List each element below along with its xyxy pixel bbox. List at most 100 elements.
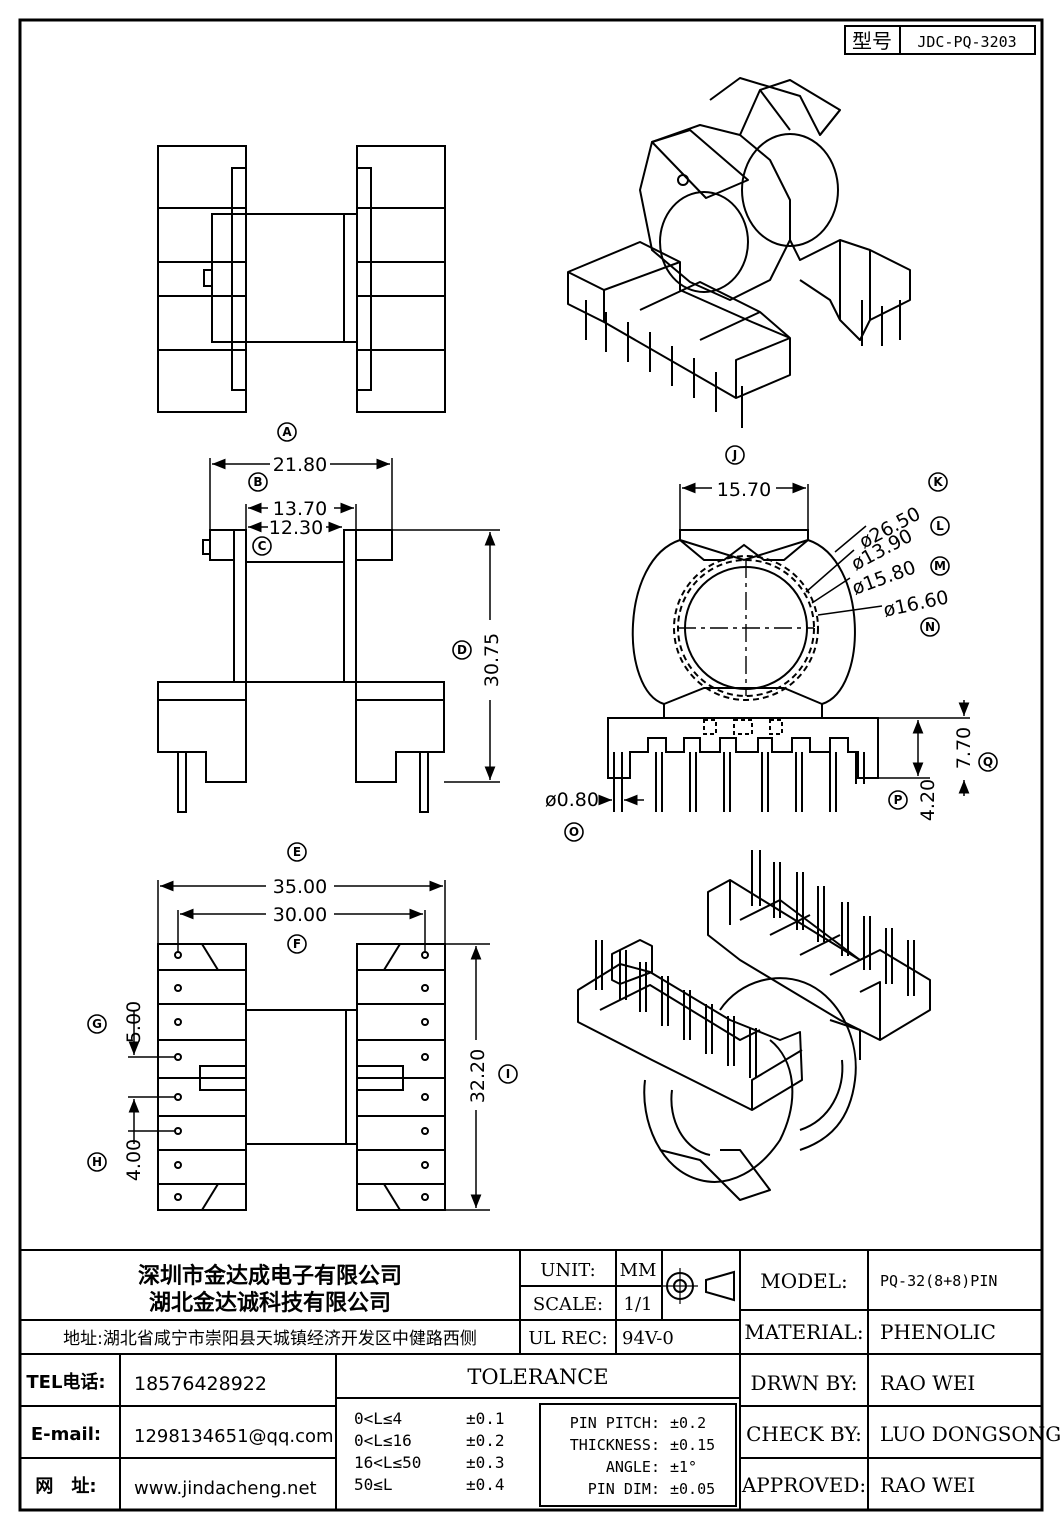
isometric-view-top [567, 77, 911, 428]
dim-bottom-4: 4.00 [123, 1139, 145, 1181]
drawn-label: DRWN BY: [751, 1371, 858, 1395]
callout-f: F [287, 934, 307, 954]
dim-side-height: 30.75 [481, 633, 503, 687]
svg-text:Q: Q [983, 755, 993, 769]
dim-side-width: 21.80 [273, 454, 327, 476]
drawn-value: RAO WEI [880, 1371, 975, 1395]
dim-front-width: 15.70 [717, 479, 771, 501]
isometric-view-bottom [577, 850, 931, 1201]
callout-j: J [725, 445, 745, 465]
company-address: 地址:湖北省咸宁市崇阳县天城镇经济开发区中健路西侧 [63, 1329, 477, 1349]
dim-front-4-20: 4.20 [917, 779, 939, 821]
svg-text:P: P [894, 793, 903, 807]
front-view-dimensions [598, 482, 970, 806]
dim-bottom-5: 5.00 [123, 1001, 145, 1043]
email-value: 1298134651@qq.com [134, 1426, 334, 1447]
tolerance-value-1: ±0.1 [466, 1409, 505, 1428]
model-number-label: 型号 [852, 29, 892, 53]
svg-text:K: K [933, 475, 943, 489]
svg-text:G: G [92, 1017, 102, 1031]
angle-value: ±1° [670, 1458, 697, 1476]
pin-dim-label: PIN DIM: [588, 1480, 660, 1498]
dim-front-7-70: 7.70 [953, 727, 975, 769]
dim-front-pin: ø0.80 [545, 789, 599, 811]
thickness-value: ±0.15 [670, 1436, 715, 1454]
tel-value: 18576428922 [134, 1373, 267, 1395]
dim-bottom-30: 30.00 [273, 904, 327, 926]
check-value: LUO DONGSONG [880, 1422, 1061, 1446]
callout-k: K [928, 472, 948, 492]
dim-bottom-32: 32.20 [467, 1049, 489, 1103]
pin-pitch-value: ±0.2 [670, 1414, 706, 1432]
unit-label: UNIT: [540, 1260, 595, 1281]
web-label: 网 址: [35, 1476, 96, 1497]
company-name-1: 深圳市金达成电子有限公司 [138, 1263, 402, 1289]
svg-text:N: N [925, 620, 935, 634]
projection-symbol-icon [662, 1268, 735, 1304]
ulrec-value: 94V-0 [622, 1328, 674, 1349]
company-name-2: 湖北金达诚科技有限公司 [149, 1290, 391, 1316]
title-block [20, 1249, 1042, 1510]
tolerance-range-2: 0<L≤16 [354, 1431, 412, 1450]
callout-b: B [248, 472, 268, 492]
svg-text:C: C [258, 539, 267, 553]
web-value: www.jindacheng.net [134, 1478, 317, 1499]
tolerance-title: TOLERANCE [467, 1365, 608, 1389]
side-view-dimensions [209, 458, 500, 783]
model-value: PQ-32(8+8)PIN [880, 1272, 997, 1290]
material-value: PHENOLIC [880, 1320, 996, 1344]
front-view [607, 529, 879, 812]
svg-text:L: L [936, 519, 944, 533]
scale-value: 1/1 [624, 1294, 653, 1315]
sheet-border [18, 18, 1044, 1512]
ulrec-label: UL REC: [528, 1328, 607, 1349]
svg-text:J: J [732, 448, 737, 462]
svg-text:M: M [934, 559, 946, 573]
tolerance-value-2: ±0.2 [466, 1431, 505, 1450]
approved-value: RAO WEI [880, 1473, 975, 1497]
callout-n: N [920, 617, 940, 637]
thickness-label: THICKNESS: [570, 1436, 660, 1454]
dim-bottom-35: 35.00 [273, 876, 327, 898]
approved-label: APPROVED: [741, 1473, 866, 1497]
model-number-value: JDC-PQ-3203 [917, 33, 1016, 51]
model-number-box: 型号 JDC-PQ-3203 [844, 25, 1036, 55]
model-label: MODEL: [760, 1269, 848, 1293]
svg-text:D: D [457, 643, 467, 657]
svg-text:H: H [92, 1155, 102, 1169]
callout-m: M [930, 556, 950, 576]
check-label: CHECK BY: [746, 1422, 862, 1446]
bottom-view [157, 943, 446, 1211]
callout-c: C [252, 536, 272, 556]
callout-e: E [287, 842, 307, 862]
svg-text:A: A [282, 425, 292, 439]
scale-label: SCALE: [533, 1294, 603, 1315]
pin-dim-value: ±0.05 [670, 1480, 715, 1498]
bottom-view-dimensions [128, 880, 490, 1211]
callout-d: D [452, 640, 472, 660]
top-view [157, 145, 446, 413]
callout-p: P [888, 790, 908, 810]
angle-label: ANGLE: [606, 1458, 660, 1476]
side-view [157, 529, 445, 813]
callout-h: H [87, 1152, 107, 1172]
callout-g: G [87, 1014, 107, 1034]
svg-text:O: O [569, 825, 579, 839]
callout-o: O [564, 822, 584, 842]
svg-text:I: I [506, 1067, 510, 1081]
svg-text:B: B [253, 475, 262, 489]
tolerance-value-3: ±0.3 [466, 1453, 505, 1472]
callout-a: A [277, 422, 297, 442]
material-label: MATERIAL: [744, 1320, 863, 1344]
callout-l: L [930, 516, 950, 536]
svg-text:E: E [293, 845, 301, 859]
svg-text:F: F [293, 937, 301, 951]
callout-i: I [498, 1064, 518, 1084]
pin-pitch-label: PIN PITCH: [570, 1414, 660, 1432]
tolerance-range-4: 50≤L [354, 1475, 393, 1494]
dim-side-inner: 13.70 [273, 498, 327, 520]
dim-front-d16: ø16.60 [881, 586, 950, 621]
dim-side-core: 12.30 [269, 517, 323, 539]
unit-value: MM [620, 1260, 657, 1281]
